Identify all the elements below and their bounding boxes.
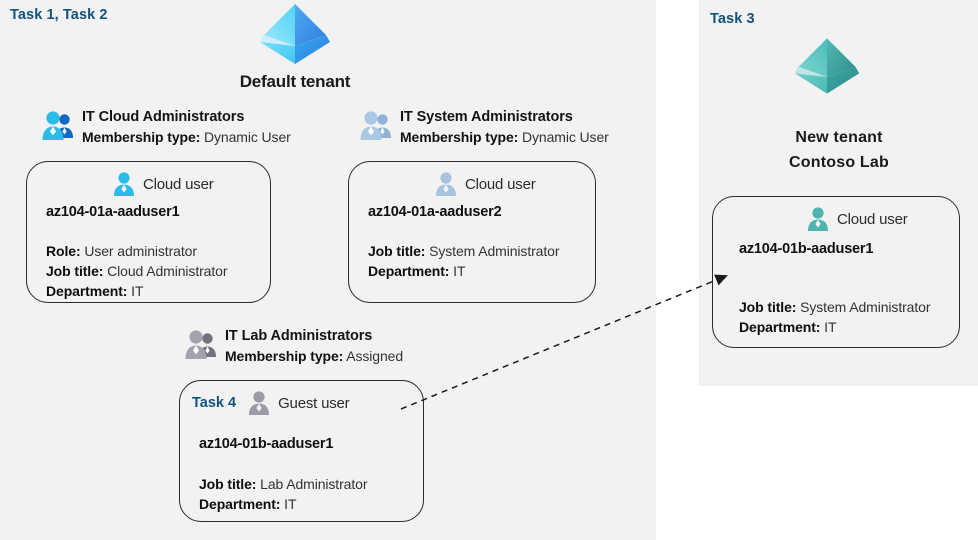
group-users-icon xyxy=(360,111,391,140)
attribute-row: Department: IT xyxy=(739,317,930,337)
group-users-icon xyxy=(42,111,73,140)
attribute-value: IT xyxy=(284,496,297,512)
attribute-value: Cloud Administrator xyxy=(107,263,228,279)
group-text: IT System Administrators Membership type… xyxy=(400,108,609,148)
user-attributes: Role: User administrator Job title: Clou… xyxy=(46,241,228,301)
attribute-label: Job title: xyxy=(368,243,426,259)
attribute-label: Department: xyxy=(368,263,450,279)
group-membership-type: Membership type: Assigned xyxy=(225,346,403,367)
attribute-label: Job title: xyxy=(199,476,257,492)
attribute-label: Job title: xyxy=(46,263,104,279)
user-principal-name: az104-01b-aaduser1 xyxy=(199,436,334,452)
attribute-value: Lab Administrator xyxy=(260,476,368,492)
user-card-guest-az104-01b-aaduser1: Task 4 Guest user az104-01b-aaduser1 Job… xyxy=(179,380,424,522)
attribute-value: System Administrator xyxy=(800,299,931,315)
membership-type-label: Membership type: xyxy=(82,129,201,145)
group-name: IT System Administrators xyxy=(400,109,573,125)
user-type-label: Cloud user xyxy=(837,210,908,228)
guest-user-icon xyxy=(249,391,270,415)
task-label-right: Task 3 xyxy=(710,11,755,27)
group-name: IT Cloud Administrators xyxy=(82,109,245,125)
user-attributes: Job title: Lab Administrator Department:… xyxy=(199,474,367,514)
cloud-user-icon xyxy=(114,172,134,196)
default-tenant-label: Default tenant xyxy=(239,72,351,91)
group-text: IT Lab Administrators Membership type: A… xyxy=(225,327,403,367)
user-principal-name: az104-01a-aaduser1 xyxy=(46,204,180,220)
attribute-value: IT xyxy=(131,283,144,299)
new-tenant-line1: New tenant xyxy=(795,129,883,146)
attribute-row: Department: IT xyxy=(46,281,227,301)
card-header: Cloud user xyxy=(111,171,214,197)
membership-type-value: Dynamic User xyxy=(522,129,609,145)
group-users-icon xyxy=(185,330,216,359)
new-tenant-line2: Contoso Lab xyxy=(789,154,889,171)
user-card-az104-01a-aaduser1: Cloud user az104-01a-aaduser1 Role: User… xyxy=(26,161,271,303)
user-attributes: Job title: System Administrator Departme… xyxy=(368,241,560,281)
attribute-value: System Administrator xyxy=(429,243,560,259)
membership-type-value: Dynamic User xyxy=(204,129,291,145)
user-type-label: Cloud user xyxy=(465,175,536,193)
attribute-label: Department: xyxy=(199,496,281,512)
azure-ad-pyramid-icon-default xyxy=(260,4,330,64)
group-membership-type: Membership type: Dynamic User xyxy=(82,127,291,148)
azure-ad-pyramid-icon-new xyxy=(794,38,860,94)
user-card-az104-01a-aaduser2: Cloud user az104-01a-aaduser2 Job title:… xyxy=(348,161,596,303)
card-header: Cloud user xyxy=(805,206,908,232)
user-principal-name: az104-01b-aaduser1 xyxy=(739,241,874,257)
user-principal-name: az104-01a-aaduser2 xyxy=(368,204,502,220)
user-type-label: Guest user xyxy=(278,394,350,412)
attribute-row: Department: IT xyxy=(368,261,559,281)
task-label-card: Task 4 xyxy=(192,395,237,411)
attribute-value: IT xyxy=(453,263,466,279)
group-membership-type: Membership type: Dynamic User xyxy=(400,127,609,148)
new-tenant-label: New tenant Contoso Lab xyxy=(700,125,978,175)
attribute-row: Job title: System Administrator xyxy=(739,297,931,317)
attribute-row: Job title: Cloud Administrator xyxy=(46,261,228,281)
group-name: IT Lab Administrators xyxy=(225,328,373,344)
attribute-label: Department: xyxy=(46,283,128,299)
attribute-value: IT xyxy=(824,319,837,335)
attribute-row: Role: User administrator xyxy=(46,241,227,261)
card-header: Task 4 Guest user xyxy=(192,390,350,416)
attribute-label: Role: xyxy=(46,243,81,259)
membership-type-label: Membership type: xyxy=(400,129,519,145)
card-header: Cloud user xyxy=(433,171,536,197)
cloud-user-icon xyxy=(436,172,456,196)
group-text: IT Cloud Administrators Membership type:… xyxy=(82,108,291,148)
attribute-row: Job title: System Administrator xyxy=(368,241,560,261)
attribute-label: Department: xyxy=(739,319,821,335)
membership-type-value: Assigned xyxy=(346,348,404,364)
attribute-label: Job title: xyxy=(739,299,797,315)
membership-type-label: Membership type: xyxy=(225,348,344,364)
cloud-user-icon xyxy=(808,207,828,231)
attribute-row: Job title: Lab Administrator xyxy=(199,474,367,494)
attribute-value: User administrator xyxy=(84,243,197,259)
default-tenant-panel xyxy=(0,0,656,540)
attribute-row: Department: IT xyxy=(199,494,367,514)
user-type-label: Cloud user xyxy=(143,175,214,193)
user-attributes: Job title: System Administrator Departme… xyxy=(739,297,931,337)
user-card-cloud-az104-01b-aaduser1: Cloud user az104-01b-aaduser1 Job title:… xyxy=(712,196,960,348)
task-label-left: Task 1, Task 2 xyxy=(10,7,108,23)
